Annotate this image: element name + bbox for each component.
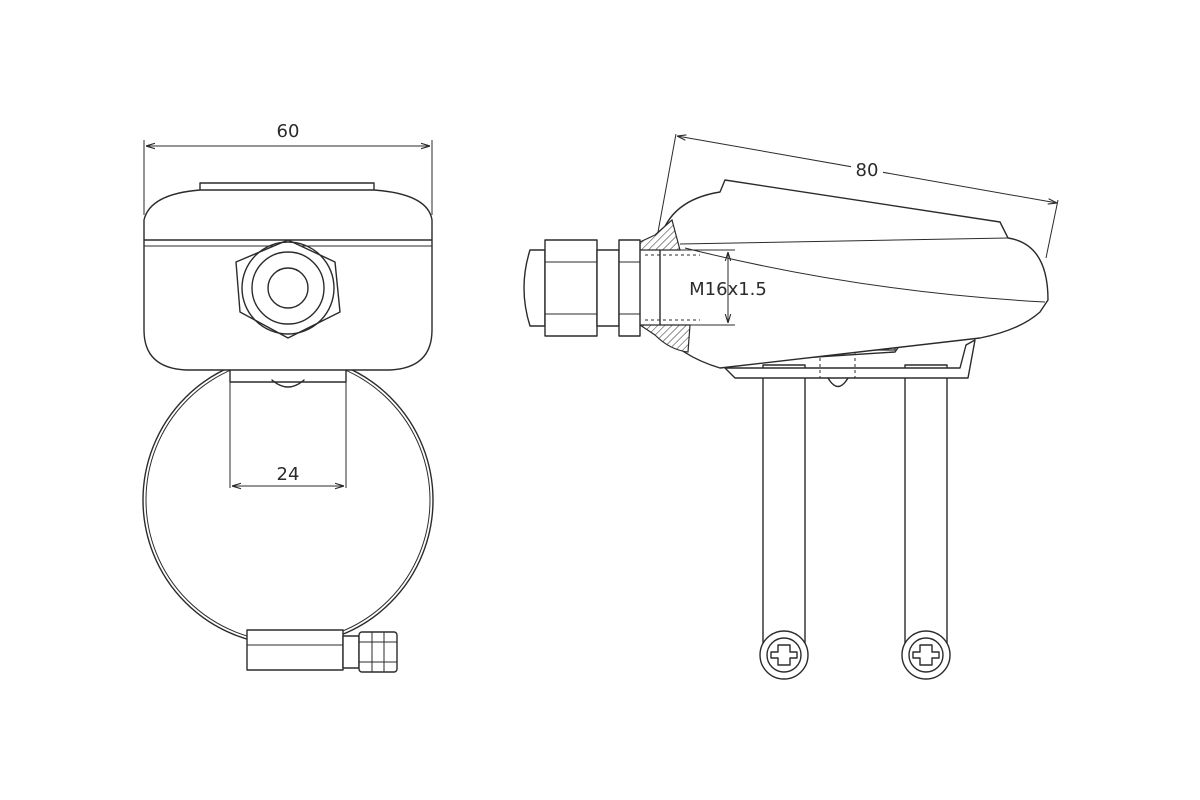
dimension-width: 60 <box>143 121 433 215</box>
dimension-label-60: 60 <box>277 121 300 142</box>
side-straps <box>759 364 951 680</box>
dimension-thread: M16x1.5 <box>689 249 767 326</box>
dimension-label-thread: M16x1.5 <box>689 279 767 300</box>
dimension-label-80: 80 <box>856 160 879 181</box>
clamp-screw-icon <box>358 631 398 673</box>
front-view: 60 24 <box>142 121 434 673</box>
cable-gland-side <box>523 239 641 337</box>
housing-side <box>638 179 1049 369</box>
dimension-length: 80 <box>657 133 1059 259</box>
mounting-strap <box>229 367 347 488</box>
side-view: M16x1.5 80 <box>523 133 1059 680</box>
cable-hole-icon <box>267 267 309 309</box>
dimension-label-24: 24 <box>277 464 300 485</box>
hose-clamp <box>142 354 434 673</box>
dimension-strap: 24 <box>232 464 344 486</box>
housing-front <box>143 182 433 371</box>
